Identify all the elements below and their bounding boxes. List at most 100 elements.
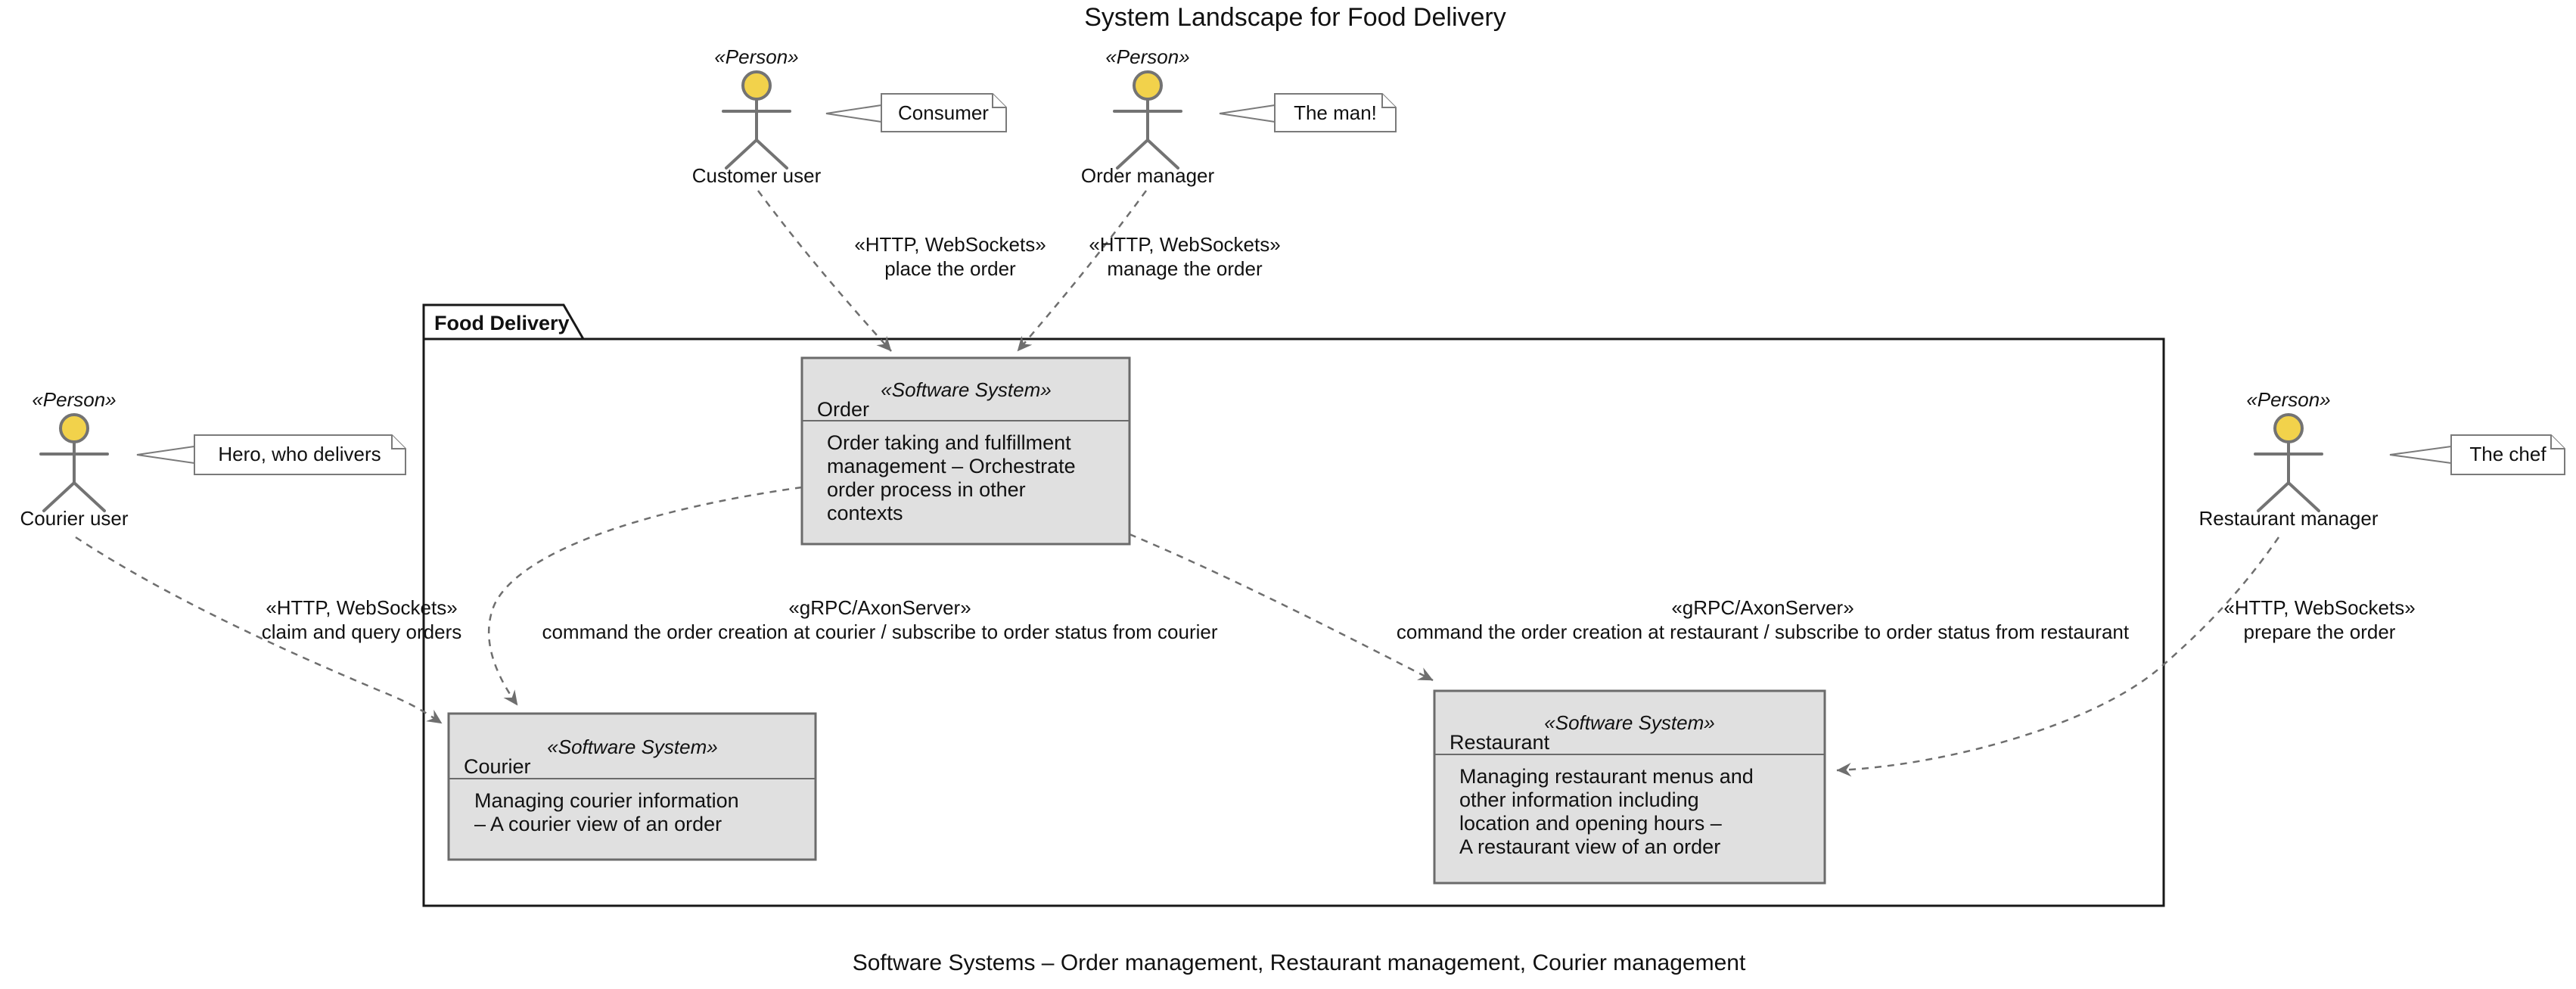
person-icon [722, 70, 791, 169]
system-courier-box [447, 712, 817, 861]
actor-name: Courier user [20, 507, 128, 530]
system-restaurant: «Software System» Restaurant Managing re… [1433, 689, 1826, 885]
edge-action: claim and query orders [262, 620, 461, 643]
edge-action: prepare the order [2244, 620, 2396, 643]
system-restaurant-stereotype: «Software System» [1544, 711, 1714, 734]
actor-stereotype: «Person» [32, 388, 116, 411]
actor-name: Order manager [1081, 164, 1215, 187]
edge-action: place the order [884, 257, 1016, 280]
system-order-stereotype: «Software System» [881, 378, 1051, 401]
edge-customer-to-order [757, 190, 892, 352]
system-restaurant-name: Restaurant [1450, 731, 1550, 754]
system-restaurant-description-line: Managing restaurant menus and [1459, 765, 1754, 788]
system-restaurant-description-line: location and opening hours – [1459, 812, 1722, 835]
actor-courier-user: «Person» Courier user [20, 388, 128, 530]
edge-restaurant-manager-to-restaurant [1836, 536, 2280, 777]
edge-order-manager-to-order [1017, 190, 1148, 352]
note-fold-icon [992, 94, 1006, 108]
edge-protocol: «HTTP, WebSockets» [266, 596, 457, 619]
system-order-description-line: Order taking and fulfillment [827, 431, 1071, 454]
actor-head [1133, 70, 1163, 101]
actor-name: Restaurant manager [2198, 507, 2378, 530]
actor-head [59, 413, 89, 443]
actor-stereotype: «Person» [1105, 45, 1189, 68]
edge-label-manage-order: «HTTP, WebSockets» manage the order [1089, 233, 1280, 280]
edge-label-place-order: «HTTP, WebSockets» place the order [854, 233, 1046, 280]
system-order-name: Order [817, 398, 869, 421]
edge-action: manage the order [1107, 257, 1263, 280]
note-pointer [1219, 104, 1276, 123]
diagram-caption: Software Systems – Order management, Res… [853, 950, 1746, 975]
edge-protocol: «gRPC/AxonServer» [788, 596, 971, 619]
note-body [2450, 434, 2565, 475]
frame-tab [422, 303, 586, 341]
food-delivery-frame: Food Delivery [422, 303, 2165, 907]
edge-courier-user-to-courier [75, 536, 443, 725]
note-fold-icon [1381, 94, 1396, 108]
note-pointer [136, 446, 195, 464]
system-order-box [800, 356, 1131, 546]
person-icon [1113, 70, 1182, 169]
edge-label-claim-orders: «HTTP, WebSockets» claim and query order… [262, 596, 461, 643]
edge-protocol: «HTTP, WebSockets» [1089, 233, 1280, 256]
actor-leg [1146, 138, 1179, 169]
note-consumer: Consumer [825, 93, 1007, 132]
note-label: The man! [1294, 101, 1377, 124]
page-title: System Landscape for Food Delivery [1084, 3, 1506, 32]
note-label: Hero, who delivers [218, 443, 381, 465]
edge-label-order-courier: «gRPC/AxonServer» command the order crea… [542, 596, 1217, 643]
actor-leg [73, 481, 106, 512]
person-icon [39, 413, 109, 512]
system-courier-description-line: – A courier view of an order [474, 813, 722, 835]
note-the-man: The man! [1219, 93, 1397, 132]
actor-leg [42, 481, 76, 512]
actor-head [741, 70, 772, 101]
actor-customer-user: «Person» Customer user [692, 45, 822, 187]
actor-leg [2287, 481, 2320, 512]
actor-leg [2257, 481, 2290, 512]
note-body [881, 93, 1007, 132]
actor-head [2273, 413, 2304, 443]
actor-leg [1116, 138, 1149, 169]
actor-leg [755, 138, 788, 169]
actor-name: Customer user [692, 164, 822, 187]
edge-action: command the order creation at restaurant… [1397, 620, 2130, 643]
note-hero-who-delivers: Hero, who delivers [136, 434, 406, 475]
note-body [1274, 93, 1397, 132]
edges [75, 190, 2280, 777]
frame-border [422, 337, 2165, 907]
system-restaurant-description-line: A restaurant view of an order [1459, 835, 1720, 858]
system-restaurant-box [1433, 689, 1826, 885]
edge-action: command the order creation at courier / … [542, 620, 1217, 643]
frame-label: Food Delivery [434, 312, 570, 334]
system-order-description-line: contexts [827, 502, 903, 524]
edge-order-to-restaurant [1129, 533, 1434, 682]
system-courier: «Software System» Courier Managing couri… [447, 712, 817, 861]
note-label: The chef [2469, 443, 2546, 465]
note-fold-icon [391, 435, 406, 449]
edge-protocol: «HTTP, WebSockets» [2223, 596, 2415, 619]
edge-label-order-restaurant: «gRPC/AxonServer» command the order crea… [1397, 596, 2130, 643]
edge-protocol: «gRPC/AxonServer» [1671, 596, 1854, 619]
system-restaurant-description-line: other information including [1459, 788, 1699, 811]
system-order-description-line: order process in other [827, 478, 1026, 501]
actor-stereotype: «Person» [714, 45, 798, 68]
edge-protocol: «HTTP, WebSockets» [854, 233, 1046, 256]
note-the-chef: The chef [2389, 434, 2565, 475]
person-icon [2254, 413, 2323, 512]
note-fold-icon [2550, 435, 2565, 449]
actor-restaurant-manager: «Person» Restaurant manager [2198, 388, 2378, 530]
actor-order-manager: «Person» Order manager [1081, 45, 1215, 187]
edge-order-to-courier [488, 486, 803, 706]
note-pointer [825, 104, 882, 123]
system-courier-description-line: Managing courier information [474, 789, 739, 812]
system-courier-stereotype: «Software System» [547, 736, 717, 758]
system-courier-name: Courier [464, 755, 531, 778]
note-pointer [2389, 446, 2452, 464]
actor-stereotype: «Person» [2246, 388, 2330, 411]
system-order: «Software System» Order Order taking and… [800, 356, 1131, 546]
actor-leg [725, 138, 758, 169]
note-label: Consumer [898, 101, 989, 124]
